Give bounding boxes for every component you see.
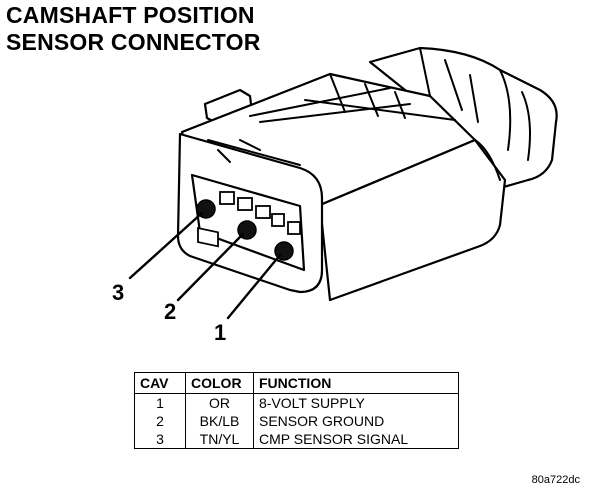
table-row: 2 BK/LB SENSOR GROUND: [134, 412, 459, 430]
title-line-2: SENSOR CONNECTOR: [6, 29, 261, 55]
figure-reference-code: 80a722dc: [531, 474, 580, 486]
cell-cav: 1: [134, 393, 186, 412]
callout-2-leader: [176, 232, 245, 302]
callout-1-leader: [226, 253, 282, 320]
header-cav: CAV: [134, 372, 186, 394]
callout-3-leader: [128, 211, 204, 280]
cell-function: SENSOR GROUND: [253, 412, 459, 430]
header-function: FUNCTION: [253, 372, 459, 394]
cell-cav: 2: [134, 412, 186, 430]
connector-illustration: [128, 46, 558, 320]
cell-function: CMP SENSOR SIGNAL: [253, 430, 459, 449]
cell-color: BK/LB: [185, 412, 254, 430]
cell-color: TN/YL: [185, 430, 254, 449]
cell-function: 8-VOLT SUPPLY: [253, 393, 459, 412]
header-color: COLOR: [185, 372, 254, 394]
table-header-row: CAV COLOR FUNCTION: [134, 372, 459, 394]
cavity-function-table: CAV COLOR FUNCTION 1 OR 8-VOLT SUPPLY 2 …: [134, 372, 459, 449]
diagram-title: CAMSHAFT POSITION SENSOR CONNECTOR: [6, 2, 261, 56]
callout-2-label: 2: [164, 299, 177, 324]
table-row: 3 TN/YL CMP SENSOR SIGNAL: [134, 430, 459, 449]
connector-rear-housing: [368, 46, 558, 190]
title-line-1: CAMSHAFT POSITION: [6, 2, 255, 28]
callout-3-label: 3: [112, 280, 125, 305]
cell-color: OR: [185, 393, 254, 412]
cell-cav: 3: [134, 430, 186, 449]
table-row: 1 OR 8-VOLT SUPPLY: [134, 393, 459, 412]
connector-side-face: [318, 138, 507, 302]
callout-1-label: 1: [214, 320, 227, 345]
